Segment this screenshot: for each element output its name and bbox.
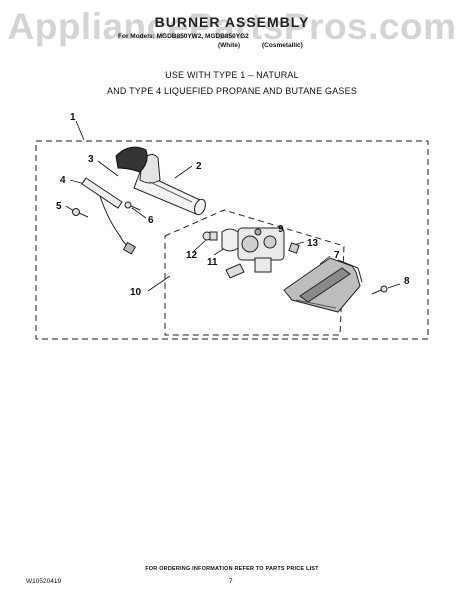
callout-8: 8	[404, 276, 410, 287]
color-cosmetallic: (Cosmetallic)	[262, 42, 303, 49]
watermark: AppliancePartsPros.com	[7, 6, 457, 47]
burner-bracket-7	[283, 257, 363, 313]
callout-10: 10	[130, 287, 142, 298]
ordering-info-footer: FOR ORDERING INFORMATION REFER TO PARTS …	[145, 566, 319, 572]
callout-9: 9	[278, 224, 284, 235]
gas-type-note-1: USE WITH TYPE 1 – NATURAL	[165, 70, 299, 80]
document-number: W10520419	[26, 578, 62, 585]
igniter-4	[81, 177, 137, 255]
color-white: (White)	[218, 42, 241, 49]
models-line: For Models: MGDB850YW2, MGDB850YG2	[118, 33, 249, 40]
screw-8	[371, 285, 388, 295]
callout-2: 2	[196, 161, 202, 172]
callout-7: 7	[334, 250, 340, 261]
gas-type-note-2: AND TYPE 4 LIQUEFIED PROPANE AND BUTANE …	[106, 86, 358, 96]
screw-6	[124, 201, 141, 211]
assembly-outline-1	[35, 140, 429, 340]
page-number: 7	[229, 578, 233, 585]
page-title: BURNER ASSEMBLY	[154, 14, 310, 30]
fitting-13	[288, 242, 300, 254]
callout-13: 13	[307, 238, 319, 249]
flame-spreader-3	[115, 146, 148, 173]
valve-body-11	[221, 228, 245, 279]
callout-6: 6	[148, 215, 154, 226]
gas-valve-9	[237, 227, 285, 273]
screw-5	[72, 208, 89, 218]
callout-1: 1	[70, 112, 76, 123]
callout-11: 11	[207, 257, 218, 268]
callout-12: 12	[186, 250, 198, 261]
callout-4: 4	[60, 175, 66, 186]
callout-5: 5	[56, 201, 62, 212]
callout-3: 3	[88, 154, 94, 165]
orifice-12	[202, 231, 218, 241]
